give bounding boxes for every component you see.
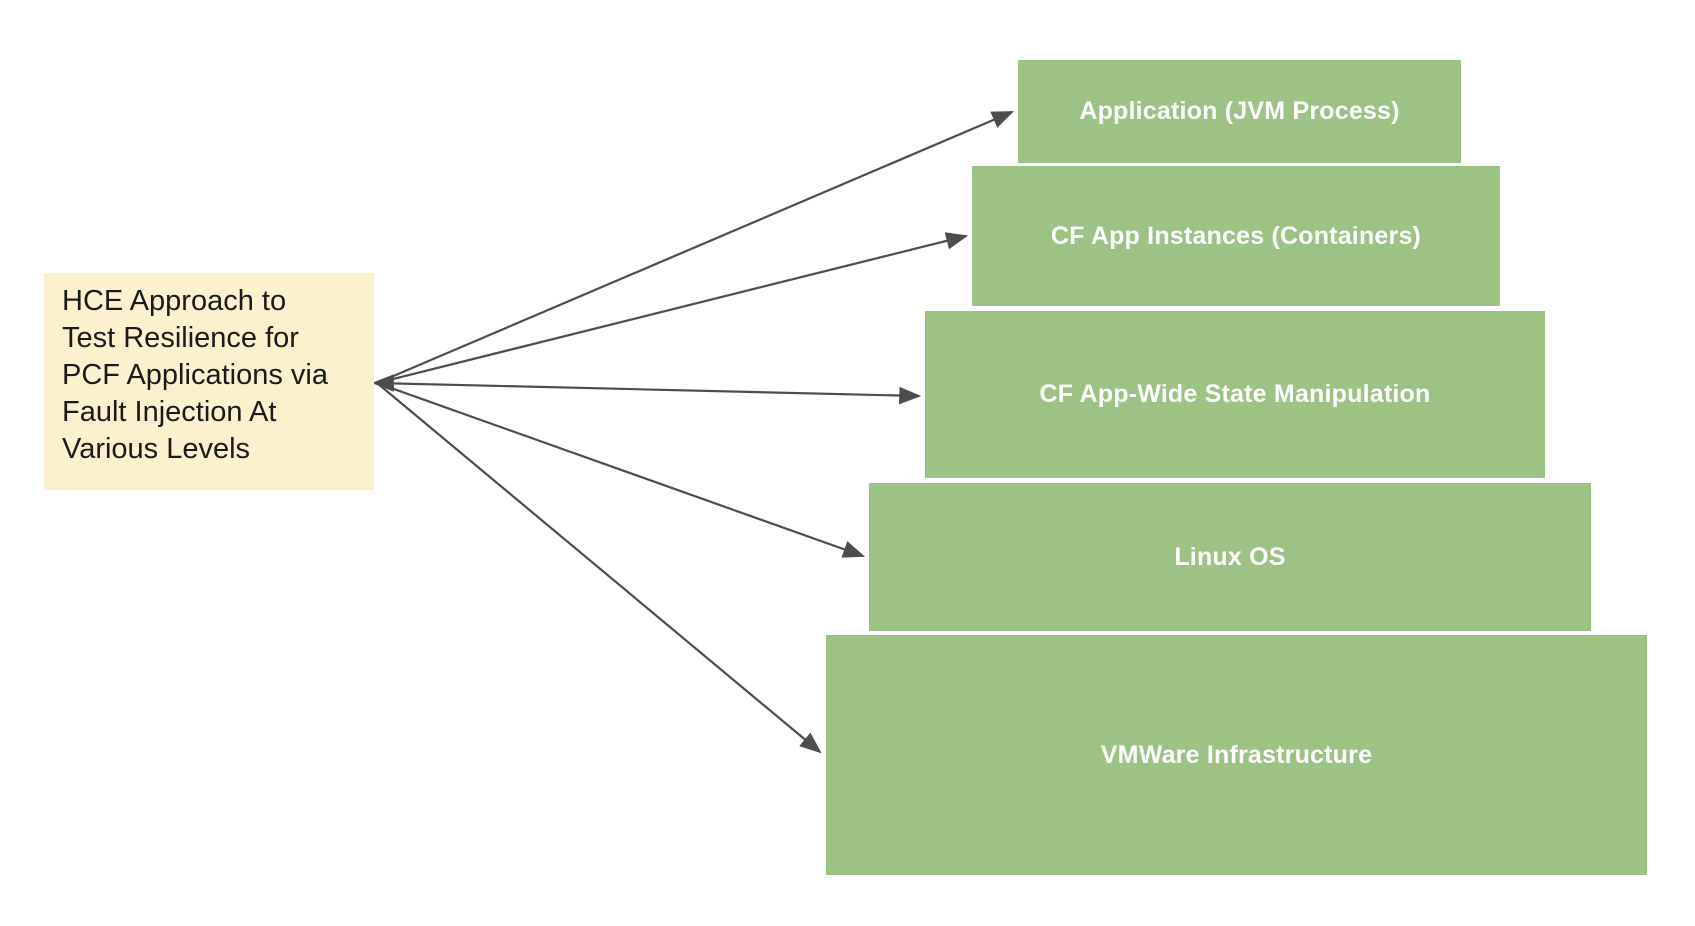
- source-node-label: HCE Approach to Test Resilience for PCF …: [62, 285, 328, 465]
- connector-to-vmware-infrastructure: [376, 382, 822, 754]
- layer-node-vmware-infrastructure[interactable]: VMWare Infrastructure: [826, 635, 1647, 875]
- layer-node-cf-app-wide-state-manipulation[interactable]: CF App-Wide State Manipulation: [925, 311, 1545, 478]
- connector-to-cf-app-instances: [376, 232, 969, 385]
- connector-to-cf-app-wide-state: [376, 381, 922, 405]
- layer-node-cf-app-instances-containers[interactable]: CF App Instances (Containers): [972, 166, 1500, 306]
- connector-to-linux-os: [376, 381, 866, 558]
- connector-to-application: [376, 110, 1015, 385]
- layer-node-label: CF App-Wide State Manipulation: [1039, 380, 1431, 408]
- layer-node-application-jvm-process[interactable]: Application (JVM Process): [1018, 60, 1461, 163]
- layer-node-linux-os[interactable]: Linux OS: [869, 483, 1591, 631]
- layer-node-label: CF App Instances (Containers): [1050, 221, 1422, 250]
- source-node-hce-approach[interactable]: HCE Approach to Test Resilience for PCF …: [44, 273, 374, 490]
- layer-node-label: VMWare Infrastructure: [1100, 740, 1373, 769]
- layer-node-label: Application (JVM Process): [1079, 97, 1400, 125]
- layer-node-label: Linux OS: [1174, 542, 1286, 571]
